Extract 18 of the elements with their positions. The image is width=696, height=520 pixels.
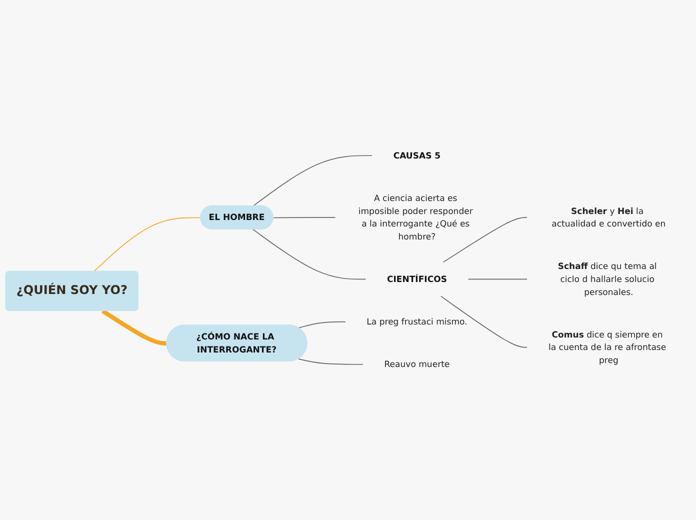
connector	[252, 229, 366, 280]
connector	[272, 216, 336, 218]
node-text: La preg frustaci mismo.	[366, 316, 468, 327]
connector	[252, 155, 372, 206]
connector	[298, 358, 364, 365]
node-text: A ciencia acierta es imposible poder responder a la interrogante ¿Qué es hombre?	[358, 193, 473, 242]
connector	[468, 278, 528, 280]
connector	[93, 217, 202, 272]
connector	[442, 216, 528, 263]
node-text: Schaff dice qu tema al ciclo d hallarle solucio personales.	[558, 261, 657, 297]
node-text: CAUSAS 5	[393, 150, 441, 161]
node-text: Scheler y Hei la actualidad e convertido en	[552, 206, 666, 229]
connector	[298, 321, 346, 328]
node-text: Reauvo muerte	[384, 359, 450, 370]
connector	[101, 309, 167, 346]
connector	[440, 296, 528, 348]
node-text: Comus dice q siempre en la cuenta de la re afrontase preg	[548, 330, 666, 366]
node-text: CIENTÍFICOS	[386, 274, 447, 284]
